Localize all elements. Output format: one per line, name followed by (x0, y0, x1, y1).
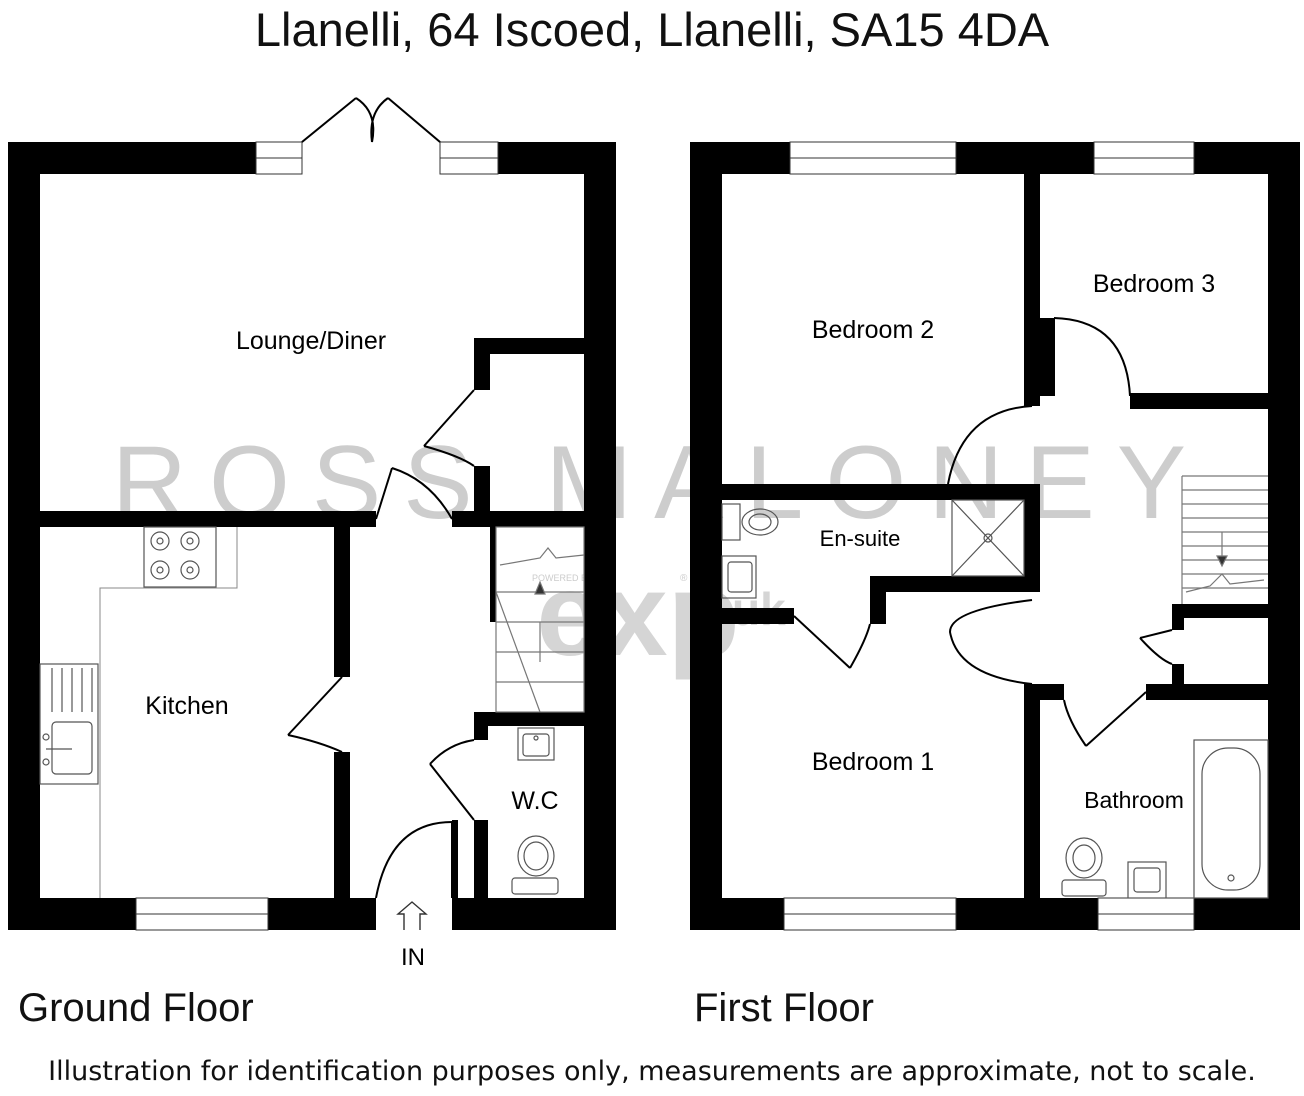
bath-icon (1193, 739, 1269, 899)
first-floor-label: First Floor (694, 986, 874, 1030)
sink-icon (39, 663, 99, 785)
room-label-lounge: Lounge/Diner (236, 327, 386, 355)
room-label-bedroom3: Bedroom 3 (1093, 270, 1215, 298)
disclaimer: Illustration for identification purposes… (48, 1056, 1256, 1087)
toilet-icon (511, 835, 559, 895)
entrance-arrow-icon (396, 901, 428, 930)
first-floor-walls (690, 142, 1300, 930)
room-label-bedroom1: Bedroom 1 (812, 748, 934, 776)
room-label-kitchen: Kitchen (145, 692, 228, 720)
wc-basin-icon (517, 727, 555, 761)
ground-floor-walls (8, 142, 616, 930)
ensuite-basin-icon (721, 555, 757, 599)
first-floor-stairs (1181, 475, 1268, 604)
ground-floor-windows (135, 141, 499, 931)
watermark: ROSS MALONEY exp uk POWERED BY ® (112, 425, 1186, 681)
watermark-powered: POWERED BY (532, 573, 593, 583)
room-label-ensuite: En-suite (820, 526, 901, 551)
hob-icon (143, 526, 217, 588)
first-floor-doors (793, 317, 1173, 747)
watermark-registered: ® (680, 573, 688, 584)
ensuite-toilet-icon (721, 503, 779, 541)
ground-floor-stairs (495, 526, 585, 713)
entrance-label: IN (401, 944, 425, 971)
room-label-bathroom: Bathroom (1084, 787, 1184, 813)
kitchen-worktop (99, 527, 238, 898)
page-title: Llanelli, 64 Iscoed, Llanelli, SA15 4DA (254, 3, 1050, 56)
bathroom-basin-icon (1127, 861, 1167, 899)
bathroom-toilet-icon (1061, 837, 1107, 897)
room-label-wc: W.C (511, 787, 558, 815)
first-floor-windows (783, 141, 1195, 931)
room-label-bedroom2: Bedroom 2 (812, 316, 934, 344)
shower-icon (951, 499, 1025, 577)
ground-floor-doors (287, 97, 475, 899)
ground-floor-label: Ground Floor (18, 986, 254, 1030)
